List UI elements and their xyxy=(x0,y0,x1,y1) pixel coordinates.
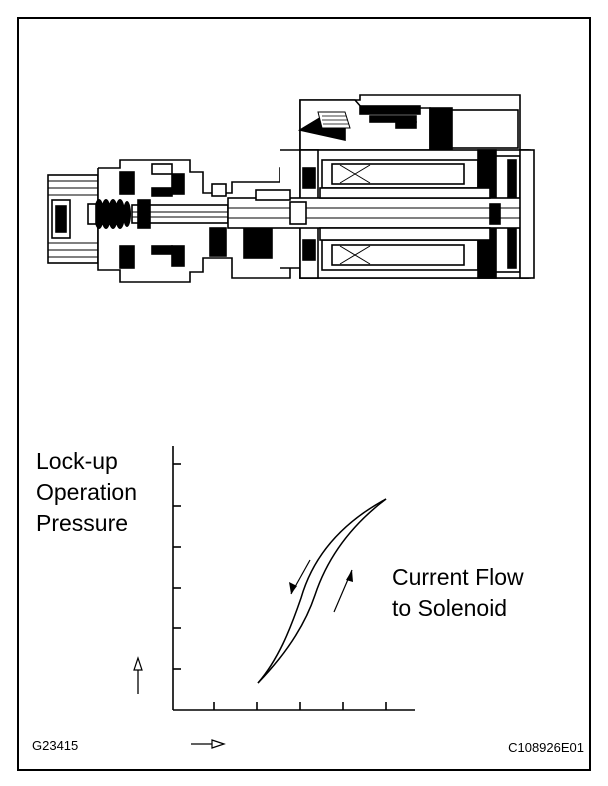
y-axis-ticks xyxy=(173,463,181,670)
y-axis-label-line-2: Operation xyxy=(36,479,138,505)
x-axis-label-line-1: Current Flow xyxy=(392,564,524,590)
y-axis-label-line-1: Lock-up xyxy=(36,448,118,474)
increasing-current-curve xyxy=(257,498,387,684)
x-axis-label: Current Flow to Solenoid xyxy=(392,562,524,624)
x-axis-label-line-2: to Solenoid xyxy=(392,595,508,621)
characteristic-graph xyxy=(133,446,415,749)
document-code: C108926E01 xyxy=(508,740,584,755)
end-cap xyxy=(519,149,535,279)
y-axis-label-line-3: Pressure xyxy=(36,510,129,536)
increasing-arrow-head xyxy=(346,570,353,582)
solenoid-valve-cross-section xyxy=(47,94,535,283)
figure-code: G23415 xyxy=(32,738,79,753)
decreasing-arrow-head xyxy=(289,582,297,594)
x-axis-ticks xyxy=(213,702,387,710)
decreasing-current-curve xyxy=(257,498,387,684)
solenoid-plunger xyxy=(227,197,523,229)
figure-border xyxy=(17,17,591,771)
y-axis-label: Lock-up Operation Pressure xyxy=(36,446,137,539)
valve-spring xyxy=(94,199,131,229)
